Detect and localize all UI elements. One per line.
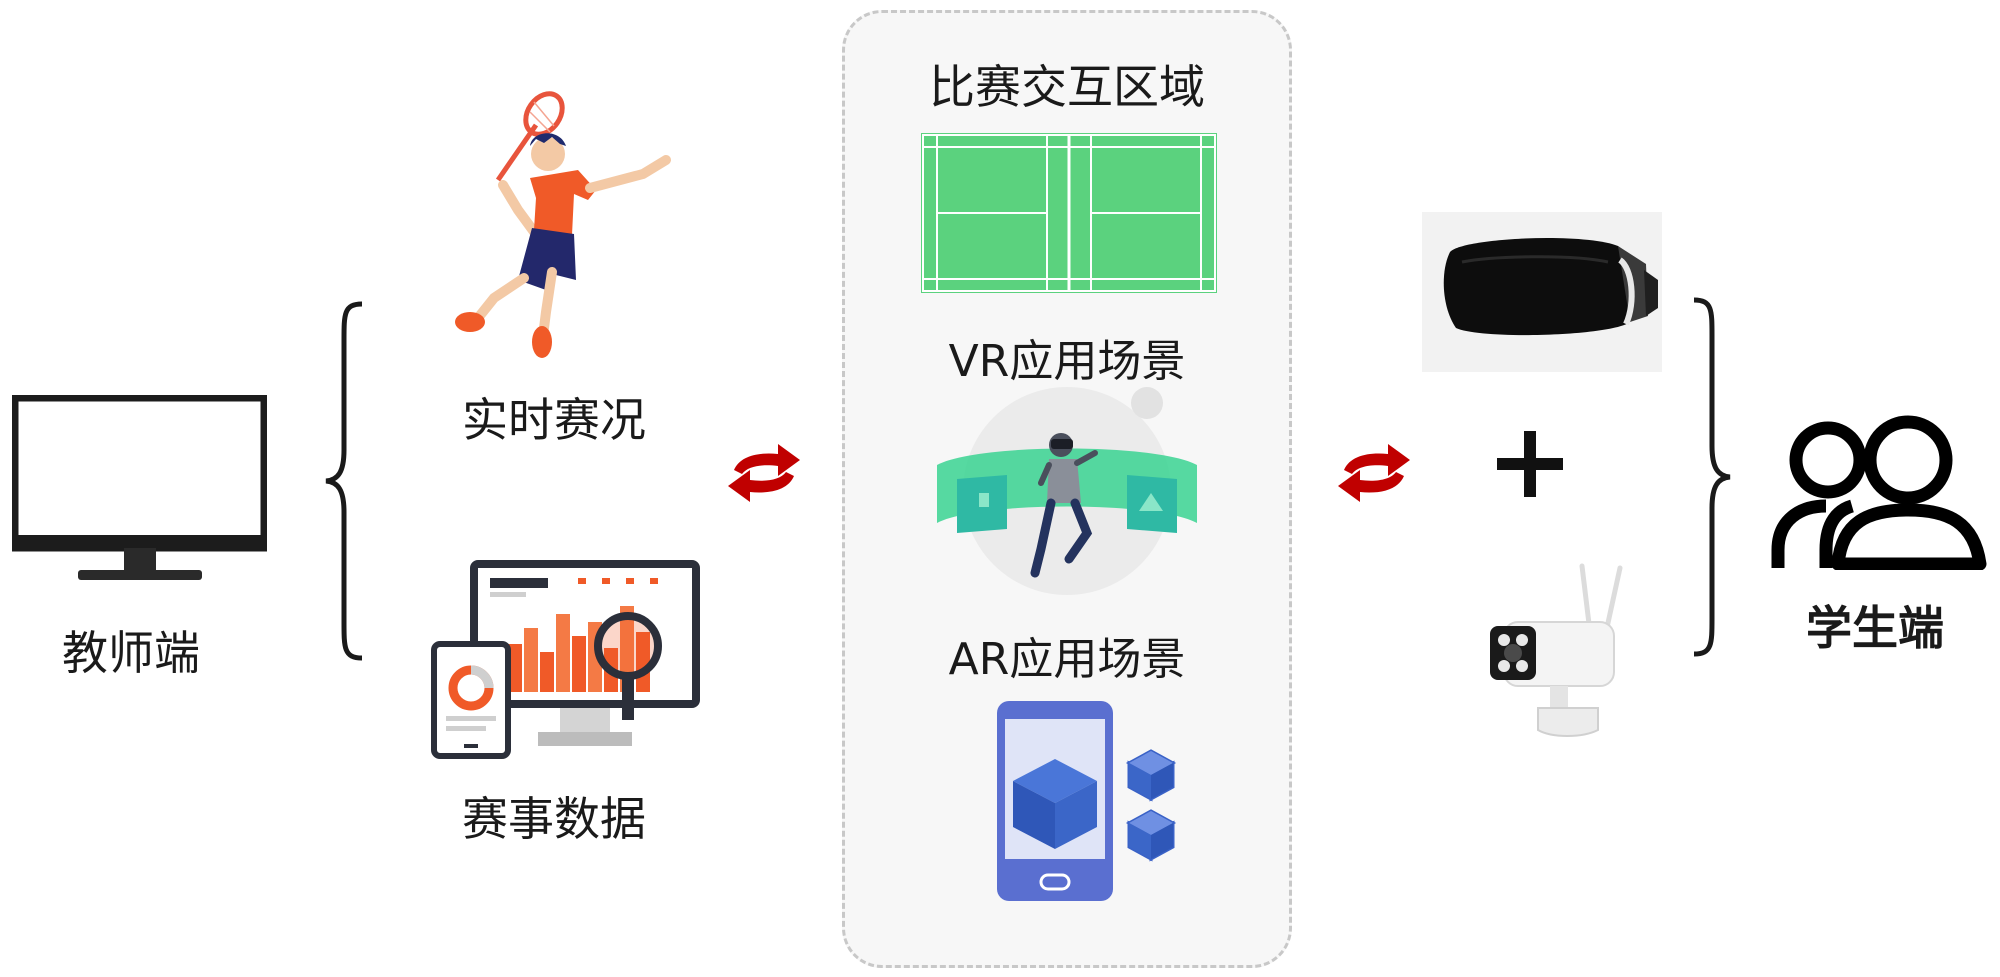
vr-headset-icon [1443,238,1658,336]
exchange-arrows-icon-left [728,444,800,502]
vr-scene-illustration [937,387,1197,595]
exchange-arrows-icon-right [1338,444,1410,502]
monitor-icon [11,394,268,580]
users-icon [1771,415,1987,571]
teacher-label: 教师端 [62,626,200,680]
security-camera-icon [1490,563,1623,737]
ar-scene-label: AR应用场景 [948,634,1186,685]
live-match-illustration [448,90,678,360]
match-data-label: 赛事数据 [462,792,646,846]
match-data-illustration [430,560,700,760]
left-brace [325,301,363,661]
panel-title: 比赛交互区域 [929,60,1205,114]
badminton-player-icon [455,91,671,358]
badminton-court-icon [921,133,1217,293]
student-users [1768,410,1988,571]
camera-device [1486,562,1636,738]
teacher-monitor [11,394,268,595]
match-interaction-panel: 比赛交互区域 VR应用场景 [842,10,1292,968]
plus-sign [1497,431,1563,497]
ar-scene-illustration [997,701,1177,901]
live-match-label: 实时赛况 [462,393,646,447]
vr-scene-label: VR应用场景 [948,336,1186,387]
vr-headset [1422,212,1662,372]
right-brace [1693,297,1731,657]
student-label: 学生端 [1806,601,1944,655]
data-dashboard-icon [431,560,700,759]
